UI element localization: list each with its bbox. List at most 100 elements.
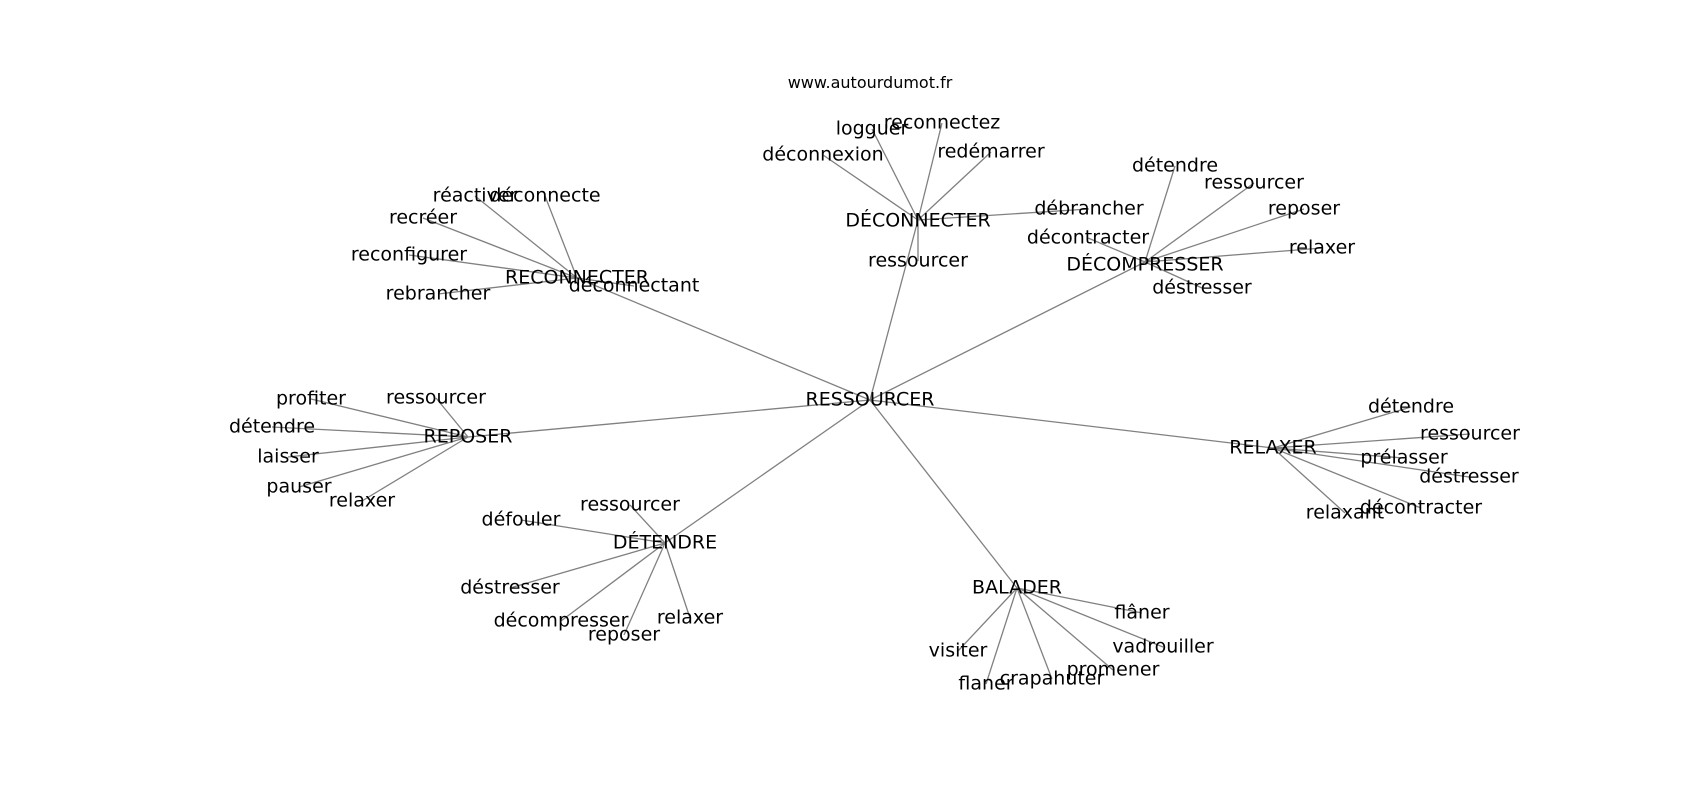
graph-edges — [271, 122, 1471, 685]
edge-decompresser-3 — [1087, 237, 1146, 263]
edge-detendre-0 — [629, 504, 666, 544]
edge-root-detendre — [664, 399, 871, 544]
source-url: www.autourdumot.fr — [788, 73, 953, 92]
leaf-node-detendre-2: déstresser — [460, 577, 560, 599]
edge-relaxer-4 — [1272, 447, 1346, 514]
graph-labels: RESSOURCER RECONNECTER réactiverdéconnecte… — [229, 112, 1520, 695]
cluster-node-detendre: DÉTENDRE — [613, 531, 717, 554]
cluster-node-reposer: REPOSER — [424, 426, 513, 448]
leaf-node-reposer-5: relaxer — [329, 490, 395, 512]
leaf-node-reposer-1: ressourcer — [386, 387, 486, 409]
edge-reconnecter-1 — [544, 195, 578, 279]
leaf-node-balader-2: visiter — [929, 640, 988, 662]
cluster-node-deconnecter: DÉCONNECTER — [845, 209, 990, 232]
edge-deconnecter-4 — [917, 208, 1090, 221]
leaf-node-deconnecter-5: ressourcer — [868, 250, 968, 272]
leaf-node-reconnecter-4: rebrancher — [386, 283, 491, 305]
edge-balader-3 — [1016, 587, 1114, 671]
edge-root-deconnecter — [869, 219, 919, 401]
edge-reconnecter-3 — [408, 254, 578, 279]
leaf-node-reposer-2: détendre — [229, 416, 315, 438]
leaf-node-decompresser-3: décontracter — [1027, 227, 1149, 249]
leaf-node-reconnecter-2: recréer — [389, 207, 457, 229]
edge-reconnecter-4 — [437, 277, 578, 295]
leaf-node-detendre-3: décompresser — [494, 610, 629, 632]
edge-detendre-5 — [664, 542, 691, 619]
edge-reconnecter-0 — [474, 195, 578, 279]
cluster-node-decompresser: DÉCOMPRESSER — [1066, 253, 1223, 276]
leaf-node-reconnecter-5: déconnectant — [569, 275, 700, 297]
edge-relaxer-2 — [1272, 447, 1405, 459]
leaf-node-reconnecter-0: réactiver — [433, 185, 518, 207]
leaf-node-reposer-0: profiter — [276, 388, 346, 410]
leaf-node-relaxer-3: déstresser — [1419, 466, 1519, 488]
edge-reconnecter-5 — [576, 277, 635, 287]
edge-balader-2 — [957, 587, 1018, 652]
edge-decompresser-4 — [1144, 247, 1323, 263]
leaf-node-reconnecter-1: déconnecte — [489, 185, 600, 207]
leaf-node-relaxer-1: ressourcer — [1420, 423, 1520, 445]
edge-detendre-3 — [560, 542, 666, 622]
leaf-node-deconnecter-0: logguer — [836, 118, 909, 140]
leaf-node-decompresser-5: déstresser — [1152, 277, 1252, 299]
edge-detendre-4 — [623, 542, 666, 636]
edge-root-reconnecter — [576, 277, 871, 401]
edge-reposer-0 — [310, 398, 469, 438]
edge-deconnecter-1 — [917, 122, 943, 221]
edge-root-decompresser — [869, 261, 1146, 401]
edge-reposer-3 — [287, 436, 469, 458]
edge-balader-0 — [1016, 587, 1143, 614]
edge-reposer-1 — [435, 397, 469, 438]
edge-decompresser-1 — [1144, 182, 1255, 263]
edge-relaxer-1 — [1272, 433, 1471, 449]
edge-deconnecter-3 — [917, 151, 992, 221]
leaf-node-detendre-5: relaxer — [657, 607, 723, 629]
leaf-node-balader-3: promener — [1067, 659, 1160, 681]
leaf-node-decompresser-0: détendre — [1132, 155, 1218, 177]
leaf-node-deconnecter-1: reconnectez — [884, 112, 1001, 134]
edge-decompresser-2 — [1144, 208, 1305, 263]
edge-root-relaxer — [869, 399, 1274, 449]
edge-decompresser-0 — [1144, 165, 1176, 263]
leaf-node-relaxer-5: décontracter — [1360, 497, 1482, 519]
edge-detendre-2 — [509, 542, 666, 589]
leaf-node-balader-0: flâner — [1114, 602, 1169, 624]
edge-reposer-2 — [271, 426, 469, 438]
leaf-node-deconnecter-4: débrancher — [1034, 198, 1143, 220]
edge-reposer-5 — [361, 436, 469, 502]
edge-deconnecter-0 — [871, 128, 919, 221]
edge-root-reposer — [467, 399, 871, 438]
leaf-node-reposer-4: pauser — [266, 476, 331, 498]
edge-deconnecter-2 — [822, 154, 919, 221]
edge-decompresser-5 — [1144, 261, 1203, 289]
root-node-label: RESSOURCER — [806, 389, 935, 411]
edge-reposer-4 — [298, 436, 469, 488]
leaf-node-deconnecter-3: redémarrer — [937, 141, 1045, 163]
cluster-node-balader: BALADER — [972, 577, 1062, 599]
leaf-node-relaxer-0: détendre — [1368, 396, 1454, 418]
edge-relaxer-3 — [1272, 447, 1470, 478]
leaf-node-detendre-4: reposer — [588, 624, 660, 646]
edge-root-balader — [869, 399, 1018, 589]
edge-detendre-1 — [520, 519, 666, 544]
leaf-node-balader-5: flaner — [958, 673, 1013, 695]
leaf-node-decompresser-2: reposer — [1268, 198, 1340, 220]
cluster-node-reconnecter: RECONNECTER — [505, 267, 649, 289]
leaf-node-reconnecter-3: reconfigurer — [351, 244, 467, 266]
leaf-node-decompresser-4: relaxer — [1289, 237, 1355, 259]
edge-relaxer-5 — [1272, 447, 1422, 509]
cluster-node-relaxer: RELAXER — [1229, 437, 1316, 459]
leaf-node-balader-1: vadrouiller — [1112, 636, 1214, 658]
edge-balader-1 — [1016, 587, 1164, 648]
edge-balader-4 — [1016, 587, 1053, 680]
leaf-node-deconnecter-2: déconnexion — [762, 144, 883, 166]
leaf-node-relaxer-4: relaxant — [1306, 502, 1384, 524]
leaf-node-detendre-0: ressourcer — [580, 494, 680, 516]
edge-reconnecter-2 — [422, 217, 578, 279]
leaf-node-reposer-3: laisser — [257, 446, 319, 468]
leaf-node-relaxer-2: prélasser — [1360, 447, 1448, 469]
leaf-node-detendre-1: défouler — [482, 509, 561, 531]
leaf-node-balader-4: crapahuter — [1000, 668, 1105, 690]
edge-relaxer-0 — [1272, 406, 1412, 449]
